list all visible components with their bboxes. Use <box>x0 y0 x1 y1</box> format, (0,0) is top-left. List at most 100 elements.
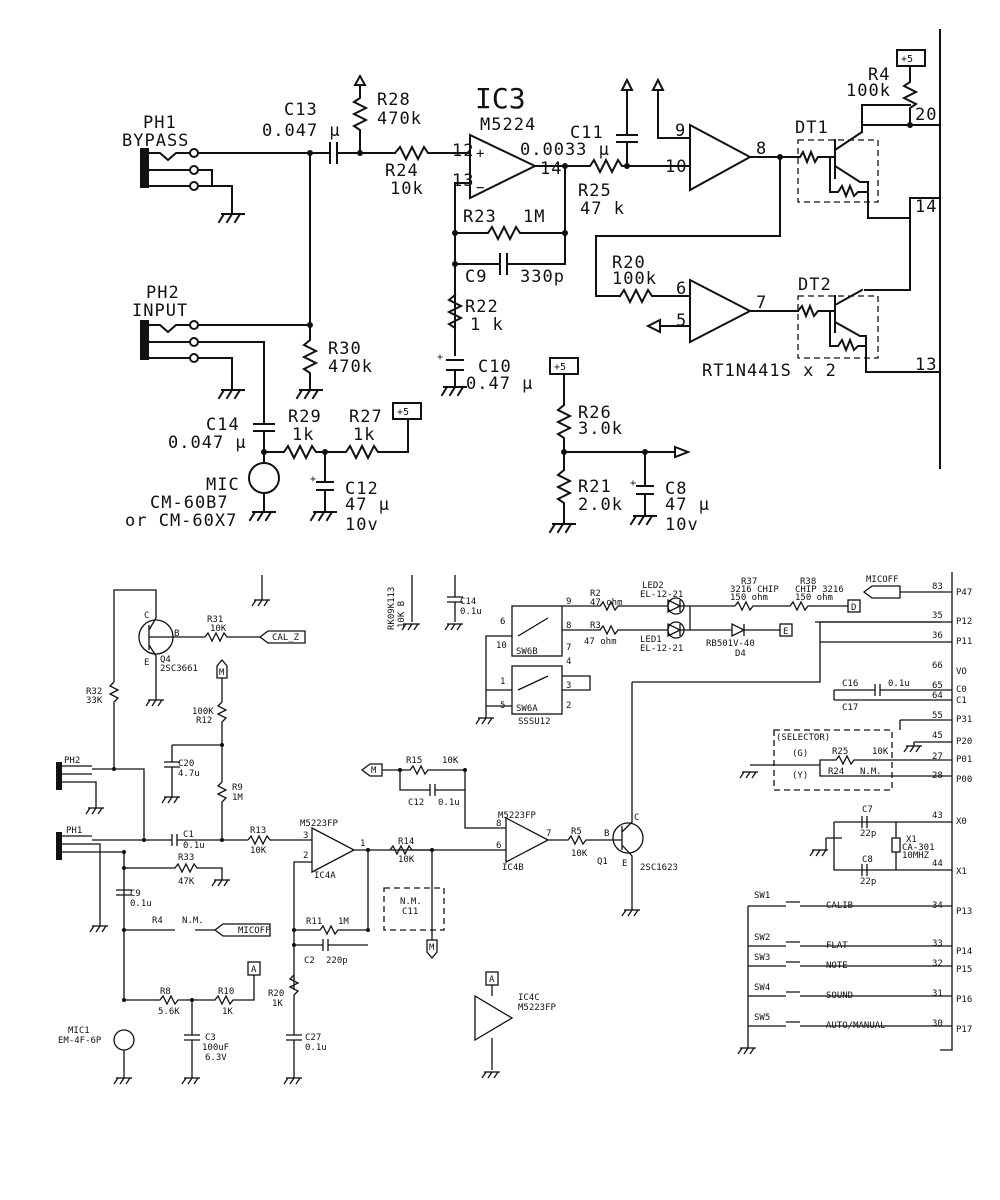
r4-value: 100k <box>846 81 891 101</box>
c12-value: 0.1u <box>438 798 460 808</box>
ic3-pin12: 12 <box>452 141 474 161</box>
c1-value: 0.1u <box>183 841 205 851</box>
c11-nm-box <box>383 887 445 931</box>
svg-text:2: 2 <box>303 851 308 861</box>
r4-plus5: +5 <box>901 54 913 65</box>
c9-value: 330p <box>520 267 565 287</box>
pin-33: 33 <box>932 939 943 949</box>
r37-name: R37 <box>741 577 757 587</box>
c20-name: C20 <box>178 759 194 769</box>
ph2-name: PH2 <box>64 756 80 766</box>
selector-box <box>773 729 893 791</box>
pin-35: 35 <box>932 611 943 621</box>
r23-resistor <box>454 224 566 242</box>
c14-name: C14 <box>206 415 240 435</box>
c12-name: C12 <box>345 479 379 499</box>
pin-44: 44 <box>932 859 943 869</box>
ic3-opamp <box>469 133 538 200</box>
ic3-title: IC3 <box>475 82 526 115</box>
c3-value: 100uF <box>202 1043 229 1053</box>
dt-part: RT1N441S x 2 <box>702 361 837 381</box>
m-tag <box>216 658 228 679</box>
r31-value: 10K <box>210 624 227 634</box>
sw-pin-8: 8 <box>566 621 571 631</box>
r4-value: N.M. <box>182 916 204 926</box>
dt1-label: DT1 <box>795 118 829 138</box>
c20-value: 4.7u <box>178 769 200 779</box>
sw2-label: SW2 <box>754 933 770 943</box>
r10-name: R10 <box>218 987 234 997</box>
sw-pin-5: 5 <box>500 701 505 711</box>
ph2-jack <box>140 320 199 363</box>
c9-value: 0.1u <box>130 899 152 909</box>
ic4a-part: M5223FP <box>300 819 339 829</box>
c9-name: C9 <box>465 267 487 287</box>
cal-z-port <box>258 630 306 644</box>
r25-name: R25 <box>832 747 848 757</box>
mic1-capsule <box>113 1029 135 1051</box>
svg-text:+: + <box>310 474 316 485</box>
r25-name: R25 <box>578 181 612 201</box>
led1-name: LED1 <box>640 635 662 645</box>
port-x1: X1 <box>956 867 967 877</box>
r5-value: 10K <box>571 849 588 859</box>
r14-value: 10K <box>398 855 415 865</box>
sw5-button: SW5 AUTO/MANUAL <box>748 1013 952 1031</box>
dt2-label: DT2 <box>798 275 832 295</box>
svg-text:3: 3 <box>303 831 308 841</box>
r9-value: 1M <box>232 793 243 803</box>
ic4b-opamp <box>505 816 550 864</box>
sw4-label: SW4 <box>754 983 770 993</box>
q1-part: 2SC1623 <box>640 863 678 873</box>
c14-value: 0.047 μ <box>168 433 247 453</box>
r30-name: R30 <box>328 339 362 359</box>
port-vo: VO <box>956 667 967 677</box>
q4-c: C <box>144 611 149 621</box>
r23-value: 1M <box>523 207 545 227</box>
r5-name: R5 <box>571 827 582 837</box>
svg-text:A: A <box>489 975 495 985</box>
r24-value: N.M. <box>860 767 882 777</box>
d-tag-label: D <box>851 603 856 613</box>
pin-36: 36 <box>932 631 943 641</box>
port-c1: C1 <box>956 696 967 706</box>
c7-value: 22p <box>860 829 876 839</box>
sw6b-label: SW6B <box>516 647 538 657</box>
sw-pin-3: 3 <box>566 681 571 691</box>
mic1-part: EM-4F-6P <box>58 1036 102 1046</box>
ph2-jack-body <box>56 762 62 790</box>
r27-name: R27 <box>349 407 383 427</box>
r22-resistor <box>446 293 464 330</box>
a-tag <box>247 961 261 976</box>
r20-name: R20 <box>268 989 284 999</box>
ic4b-part: M5223FP <box>498 811 537 821</box>
comp1-pin10: 10 <box>665 157 687 177</box>
ph1-name: PH1 <box>66 826 82 836</box>
c8-name: C8 <box>665 479 687 499</box>
r27-value: 1k <box>353 425 375 445</box>
c27-value: 0.1u <box>305 1043 327 1053</box>
pin-66: 66 <box>932 661 943 671</box>
rk-label: RK09K113 <box>387 587 397 630</box>
ic3-part: M5224 <box>480 115 536 135</box>
svg-text:8: 8 <box>496 819 501 829</box>
r8-value: 5.6K <box>158 1007 180 1017</box>
comparator-2 <box>689 278 753 344</box>
r25-value: 10K <box>872 747 889 757</box>
ic4c-part: M5223FP <box>518 1003 557 1013</box>
r32-name: R32 <box>86 687 102 697</box>
c12-value: 47 μ <box>345 495 390 515</box>
r12-name: R12 <box>196 716 212 726</box>
q1-label: Q1 <box>597 857 608 867</box>
svg-text:−: − <box>476 180 484 196</box>
port-p15: P15 <box>956 965 972 975</box>
mic1-name: MIC1 <box>68 1026 90 1036</box>
c11-value: 0.0033 μ <box>520 140 610 160</box>
c16-name: C16 <box>842 679 858 689</box>
c14-value: 0.1u <box>460 607 482 617</box>
r31-name: R31 <box>207 615 223 625</box>
mic-part1: CM-60B7 <box>150 493 229 513</box>
pin-27: 27 <box>932 752 943 762</box>
comp1-pin9: 9 <box>675 121 686 141</box>
micoff-label-2: MICOFF <box>866 575 899 585</box>
